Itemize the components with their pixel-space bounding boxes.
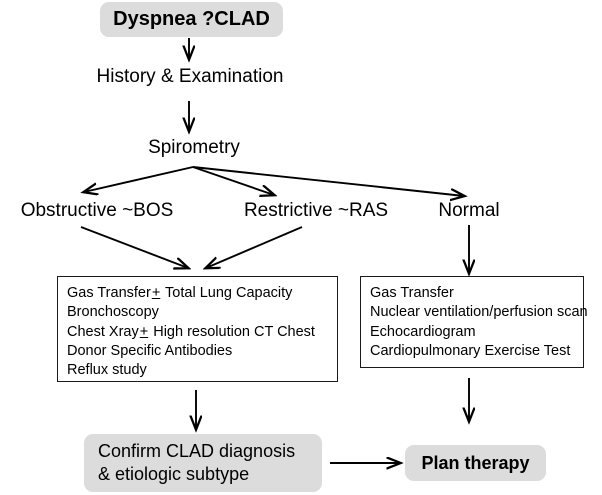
arrow-restrictive-to-left-box xyxy=(206,226,303,268)
node-spirometry-label: Spirometry xyxy=(148,137,240,158)
list-item-text-cont: High resolution CT Chest xyxy=(149,323,315,340)
node-history-examination[interactable]: History & Examination xyxy=(79,63,301,91)
node-normal[interactable]: Normal xyxy=(414,197,524,225)
list-item-text-cont: Total Lung Capacity xyxy=(161,285,293,301)
node-normal-label: Normal xyxy=(438,200,500,221)
plus-minus-icon: + xyxy=(151,285,161,301)
list-item: Reflux study xyxy=(67,361,328,380)
box-normal-investigations[interactable]: Gas Transfer Nuclear ventilation/perfusi… xyxy=(360,276,588,368)
list-item: Gas Transfer+ Total Lung Capacity xyxy=(67,284,328,303)
list-item-text: Gas Transfer xyxy=(67,285,151,301)
node-obstructive-bos-label: Obstructive ~BOS xyxy=(20,200,174,221)
node-plan-therapy[interactable]: Plan therapy xyxy=(405,445,546,481)
list-item: Chest Xray+ High resolution CT Chest xyxy=(67,323,328,342)
node-dyspnea-clad-label: Dyspnea ?CLAD xyxy=(113,8,270,30)
list-item: Echocardiogram xyxy=(370,323,574,342)
list-item: Bronchoscopy xyxy=(67,303,328,322)
list-item-text: Reflux study xyxy=(67,362,147,379)
box-obstructive-restrictive-investigations[interactable]: Gas Transfer+ Total Lung Capacity Bronch… xyxy=(57,276,338,382)
list-item-text: Bronchoscopy xyxy=(67,304,159,321)
node-history-examination-label: History & Examination xyxy=(96,66,284,87)
arrow-obstructive-to-left-box xyxy=(80,226,188,268)
list-item-text: Nuclear ventilation/perfusion scan xyxy=(370,304,588,321)
node-confirm-clad-diagnosis-label: Confirm CLAD diagnosis & etiologic subty… xyxy=(98,440,295,487)
node-obstructive-bos[interactable]: Obstructive ~BOS xyxy=(0,197,194,225)
confirm-line-1: Confirm CLAD diagnosis xyxy=(98,440,296,461)
node-confirm-clad-diagnosis[interactable]: Confirm CLAD diagnosis & etiologic subty… xyxy=(84,434,322,492)
node-dyspnea-clad[interactable]: Dyspnea ?CLAD xyxy=(100,2,283,37)
arrow-spirometry-to-restrictive xyxy=(192,166,274,195)
arrow-spirometry-to-normal xyxy=(192,166,464,196)
list-item: Donor Specific Antibodies xyxy=(67,342,328,361)
node-restrictive-ras[interactable]: Restrictive ~RAS xyxy=(226,197,406,225)
node-spirometry[interactable]: Spirometry xyxy=(132,134,256,162)
node-restrictive-ras-label: Restrictive ~RAS xyxy=(243,200,389,221)
list-item-text: Donor Specific Antibodies xyxy=(67,342,233,359)
list-item: Cardiopulmonary Exercise Test xyxy=(370,342,574,361)
plus-minus-icon: + xyxy=(139,323,149,340)
list-item-text: Gas Transfer xyxy=(370,285,454,301)
confirm-line-2: & etiologic subtype xyxy=(98,464,250,484)
list-item: Gas Transfer xyxy=(370,284,574,303)
list-item-text: Cardiopulmonary Exercise Test xyxy=(370,342,571,359)
list-item-text: Echocardiogram xyxy=(370,323,476,340)
node-plan-therapy-label: Plan therapy xyxy=(421,452,530,473)
list-item: Nuclear ventilation/perfusion scan xyxy=(370,303,588,322)
list-item-text: Chest Xray xyxy=(67,323,139,340)
arrow-spirometry-to-obstructive xyxy=(84,166,194,192)
